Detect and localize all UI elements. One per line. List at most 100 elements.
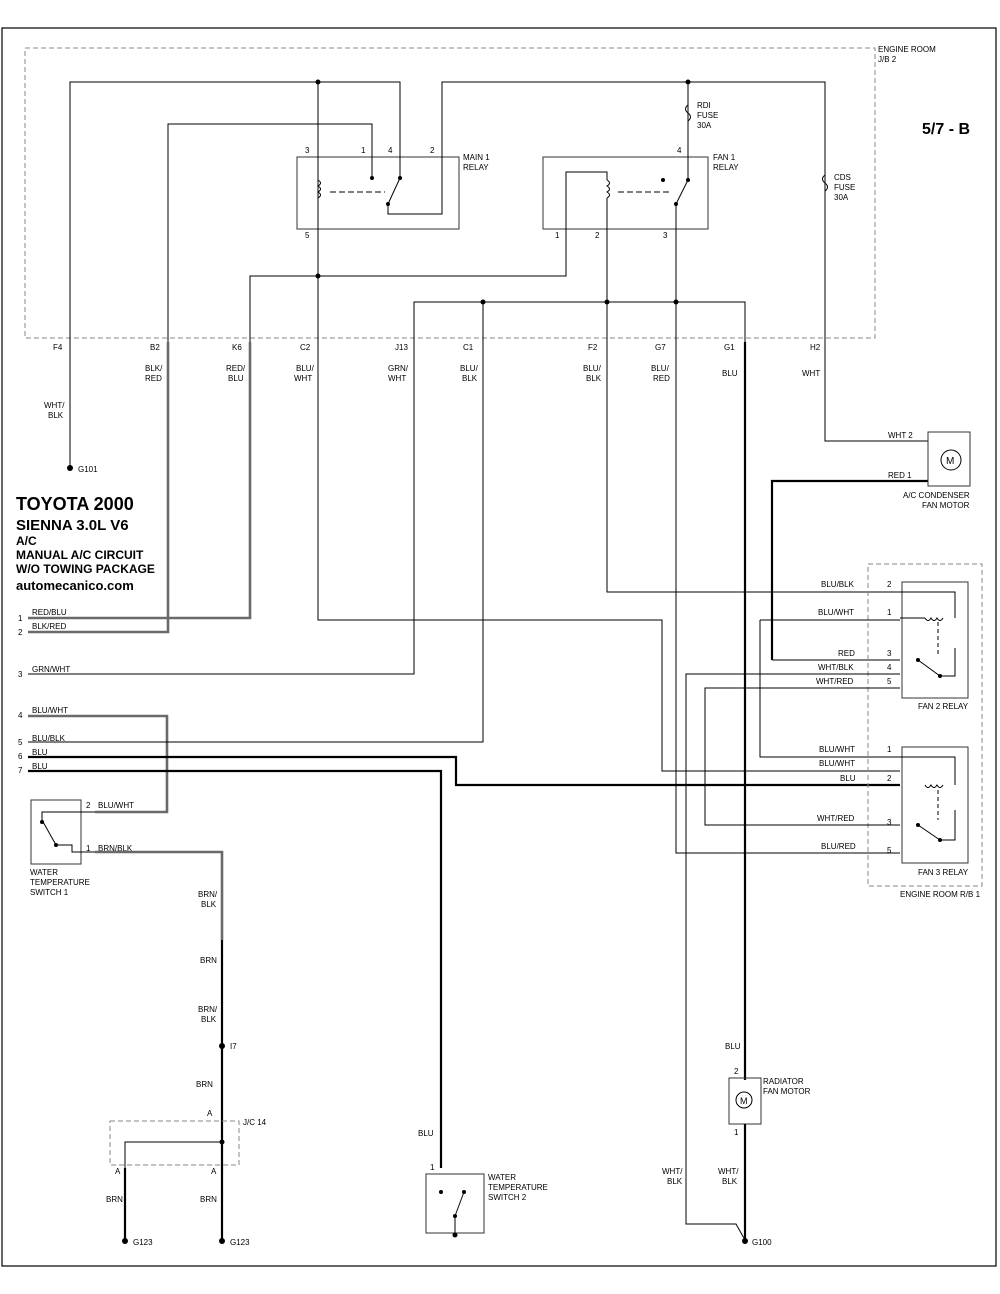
- svg-text:ENGINE ROOM R/B 1: ENGINE ROOM R/B 1: [900, 890, 981, 899]
- svg-text:6: 6: [18, 752, 23, 761]
- engine-room-jb-label: ENGINE ROOM: [878, 45, 936, 54]
- svg-text:BLK: BLK: [48, 411, 64, 420]
- svg-text:BLK/RED: BLK/RED: [32, 622, 66, 631]
- svg-text:BLU/WHT: BLU/WHT: [98, 801, 134, 810]
- svg-text:SWITCH 1: SWITCH 1: [30, 888, 69, 897]
- svg-text:BLK: BLK: [201, 1015, 217, 1024]
- svg-text:BRN: BRN: [196, 1080, 213, 1089]
- svg-text:FUSE: FUSE: [697, 111, 718, 120]
- svg-text:3: 3: [18, 670, 23, 679]
- svg-text:WATER: WATER: [30, 868, 58, 877]
- svg-text:F4: F4: [53, 343, 63, 352]
- svg-text:RELAY: RELAY: [463, 163, 489, 172]
- svg-text:BLK: BLK: [462, 374, 478, 383]
- svg-text:4: 4: [887, 663, 892, 672]
- svg-text:4: 4: [388, 146, 393, 155]
- svg-text:BLU/WHT: BLU/WHT: [818, 608, 854, 617]
- svg-text:F2: F2: [588, 343, 598, 352]
- svg-text:2: 2: [887, 580, 892, 589]
- svg-text:H2: H2: [810, 343, 821, 352]
- svg-text:5: 5: [305, 231, 310, 240]
- svg-text:BLU/: BLU/: [296, 364, 315, 373]
- svg-text:RELAY: RELAY: [713, 163, 739, 172]
- svg-text:5: 5: [18, 738, 23, 747]
- svg-text:RED/: RED/: [226, 364, 246, 373]
- svg-text:BRN: BRN: [200, 1195, 217, 1204]
- svg-text:FAN MOTOR: FAN MOTOR: [922, 501, 970, 510]
- svg-text:WHT/RED: WHT/RED: [816, 677, 854, 686]
- svg-text:A/C CONDENSER: A/C CONDENSER: [903, 491, 970, 500]
- svg-text:A: A: [211, 1167, 217, 1176]
- svg-text:BLU/WHT: BLU/WHT: [32, 706, 68, 715]
- svg-text:BLU: BLU: [32, 748, 48, 757]
- svg-text:C1: C1: [463, 343, 474, 352]
- svg-text:BLU: BLU: [722, 369, 738, 378]
- svg-text:RED/BLU: RED/BLU: [32, 608, 67, 617]
- svg-text:WHT/RED: WHT/RED: [817, 814, 855, 823]
- svg-text:3: 3: [305, 146, 310, 155]
- svg-text:WHT/: WHT/: [718, 1167, 739, 1176]
- engine-room-rb1-box: [867, 563, 983, 887]
- svg-text:G123: G123: [230, 1238, 250, 1247]
- svg-text:SIENNA 3.0L V6: SIENNA 3.0L V6: [16, 517, 129, 534]
- title-block: TOYOTA 2000 SIENNA 3.0L V6 A/C MANUAL A/…: [16, 494, 155, 593]
- svg-text:1: 1: [887, 608, 892, 617]
- svg-text:TEMPERATURE: TEMPERATURE: [488, 1183, 548, 1192]
- svg-text:BLK: BLK: [722, 1177, 738, 1186]
- svg-text:J/C 14: J/C 14: [243, 1118, 267, 1127]
- svg-text:G7: G7: [655, 343, 666, 352]
- svg-text:W/O TOWING PACKAGE: W/O TOWING PACKAGE: [16, 562, 155, 576]
- svg-text:3: 3: [887, 818, 892, 827]
- svg-text:BLU/: BLU/: [651, 364, 670, 373]
- jc14-box: [109, 1120, 240, 1166]
- svg-text:1: 1: [86, 844, 91, 853]
- svg-text:C2: C2: [300, 343, 311, 352]
- svg-text:RED 1: RED 1: [888, 471, 912, 480]
- svg-text:WHT 2: WHT 2: [888, 431, 913, 440]
- svg-text:4: 4: [18, 711, 23, 720]
- svg-text:2: 2: [430, 146, 435, 155]
- svg-text:4: 4: [677, 146, 682, 155]
- svg-text:BRN: BRN: [200, 956, 217, 965]
- svg-text:B2: B2: [150, 343, 160, 352]
- svg-text:A/C: A/C: [16, 534, 37, 548]
- svg-text:MAIN 1: MAIN 1: [463, 153, 490, 162]
- svg-text:A: A: [207, 1109, 213, 1118]
- svg-text:G100: G100: [752, 1238, 772, 1247]
- svg-text:A: A: [115, 1167, 121, 1176]
- svg-text:FAN MOTOR: FAN MOTOR: [763, 1087, 811, 1096]
- svg-text:2: 2: [86, 801, 91, 810]
- svg-text:1: 1: [887, 745, 892, 754]
- svg-text:K6: K6: [232, 343, 242, 352]
- svg-text:BLK: BLK: [586, 374, 602, 383]
- svg-text:SWITCH 2: SWITCH 2: [488, 1193, 527, 1202]
- svg-text:7: 7: [18, 766, 23, 775]
- svg-text:3: 3: [887, 649, 892, 658]
- svg-text:FAN 3 RELAY: FAN 3 RELAY: [918, 868, 969, 877]
- svg-text:BRN/BLK: BRN/BLK: [98, 844, 133, 853]
- page-frame: [1, 27, 997, 1267]
- svg-text:FAN 1: FAN 1: [713, 153, 736, 162]
- svg-text:J13: J13: [395, 343, 408, 352]
- fan2-relay: [901, 581, 969, 699]
- svg-text:RADIATOR: RADIATOR: [763, 1077, 804, 1086]
- svg-text:BLU: BLU: [418, 1129, 434, 1138]
- svg-text:BLU/: BLU/: [460, 364, 479, 373]
- svg-text:1: 1: [430, 1163, 435, 1172]
- page-ref: 5/7 - B: [922, 121, 970, 138]
- svg-text:BLU/WHT: BLU/WHT: [819, 759, 855, 768]
- svg-text:MANUAL A/C CIRCUIT: MANUAL A/C CIRCUIT: [16, 548, 144, 562]
- svg-text:GRN/: GRN/: [388, 364, 409, 373]
- svg-text:BLU: BLU: [725, 1042, 741, 1051]
- svg-text:BRN: BRN: [106, 1195, 123, 1204]
- svg-text:I7: I7: [230, 1042, 237, 1051]
- svg-text:TOYOTA 2000: TOYOTA 2000: [16, 494, 134, 514]
- svg-text:BLU: BLU: [32, 762, 48, 771]
- jb-connector-labels: F4 B2 K6 C2 J13 C1 F2 G7 G1 H2: [53, 343, 821, 352]
- svg-text:2: 2: [734, 1067, 739, 1076]
- svg-text:TEMPERATURE: TEMPERATURE: [30, 878, 90, 887]
- svg-text:WHT: WHT: [388, 374, 406, 383]
- svg-text:BLU/: BLU/: [583, 364, 602, 373]
- svg-text:RED: RED: [838, 649, 855, 658]
